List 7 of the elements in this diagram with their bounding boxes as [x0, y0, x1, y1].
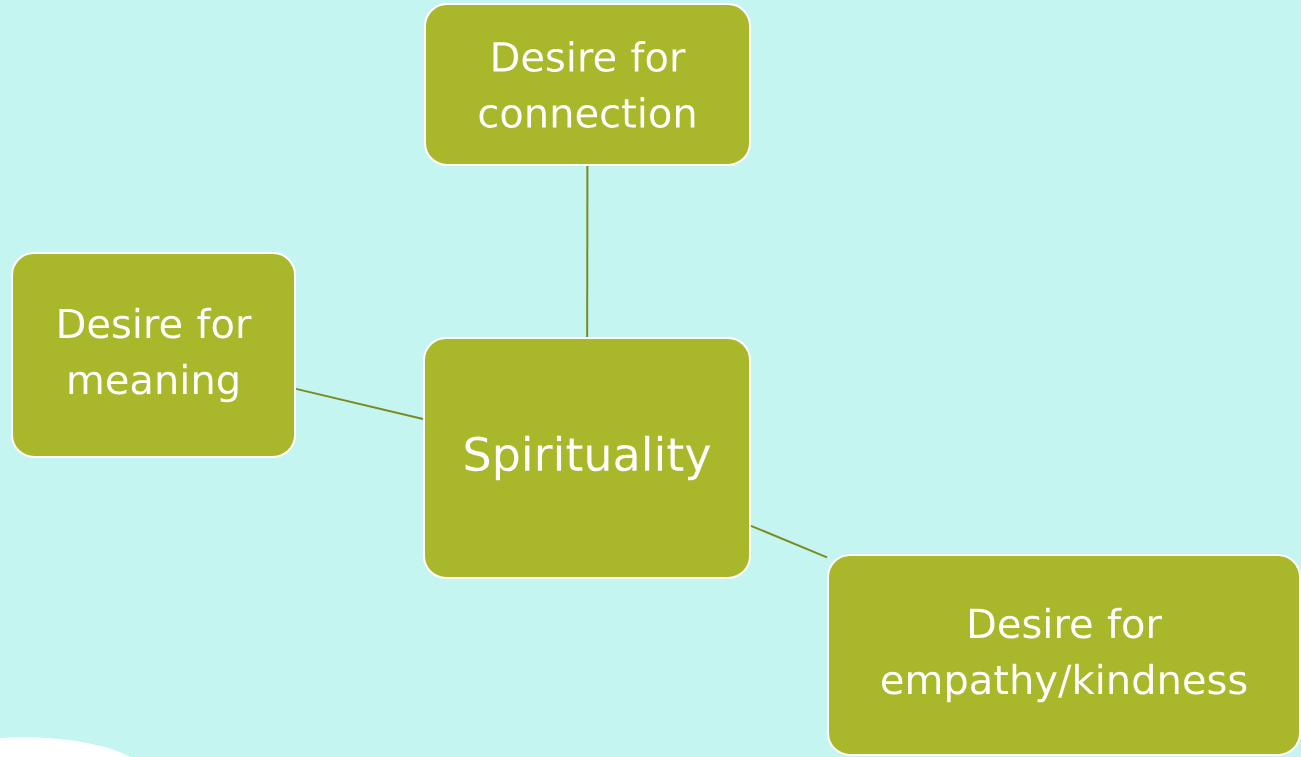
- connector-line: [586, 165, 589, 338]
- concept-box: Spirituality: [423, 337, 751, 579]
- connector-line: [750, 524, 828, 559]
- connector-line: [295, 387, 424, 421]
- concept-box: Desire for meaning: [11, 252, 296, 458]
- concept-box: Desire for empathy/kindness: [827, 554, 1301, 756]
- concept-box: Desire for connection: [424, 3, 751, 166]
